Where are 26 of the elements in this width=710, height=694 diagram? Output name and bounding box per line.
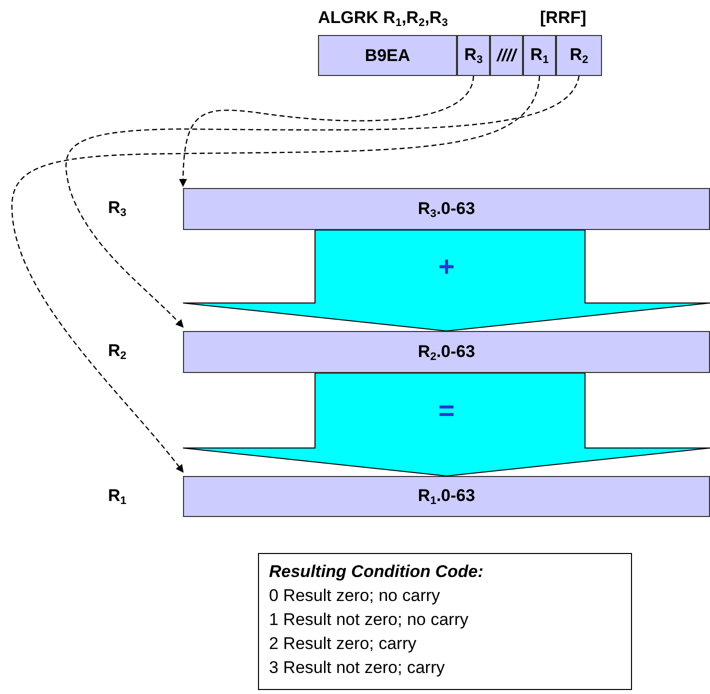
instruction-field: B9EA: [318, 35, 457, 76]
register-bar: R$_{3}$.0-63: [183, 188, 710, 230]
instruction-field: R$_{3}$: [457, 35, 490, 76]
operator-symbol: =: [438, 394, 455, 426]
condition-code-line: 3 Result not zero; carry: [269, 657, 446, 679]
instruction-field: R$_{2}$: [556, 35, 602, 76]
register-label: R$_{1}$: [108, 486, 126, 507]
block-arrow: [182, 230, 710, 332]
condition-code-line: 1 Result not zero; no carry: [269, 609, 470, 631]
register-bar: R$_{1}$.0-63: [183, 476, 710, 517]
dashed-arrow: [11, 76, 540, 473]
block-arrow: [182, 372, 710, 476]
condition-code-line: 2 Result zero; carry: [269, 633, 418, 655]
register-label: R$_{2}$: [108, 341, 126, 362]
box-heading: Resulting Condition Code:: [269, 561, 484, 583]
operator-symbol: +: [438, 250, 455, 282]
dashed-arrow: [66, 76, 580, 328]
register-bar: R$_{2}$.0-63: [183, 331, 710, 373]
condition-code-box: [258, 553, 632, 690]
instruction-field: R$_{1}$: [523, 35, 556, 76]
instruction-syntax: ALGRK R$_{1}$,R$_{2}$,R$_{3}$: [318, 8, 448, 29]
format-label: [RRF]: [540, 8, 586, 28]
instruction-field: ////: [490, 35, 523, 76]
register-label: R$_{3}$: [108, 198, 126, 219]
condition-code-line: 0 Result zero; no carry: [269, 585, 442, 607]
dashed-arrow: [179, 76, 474, 187]
